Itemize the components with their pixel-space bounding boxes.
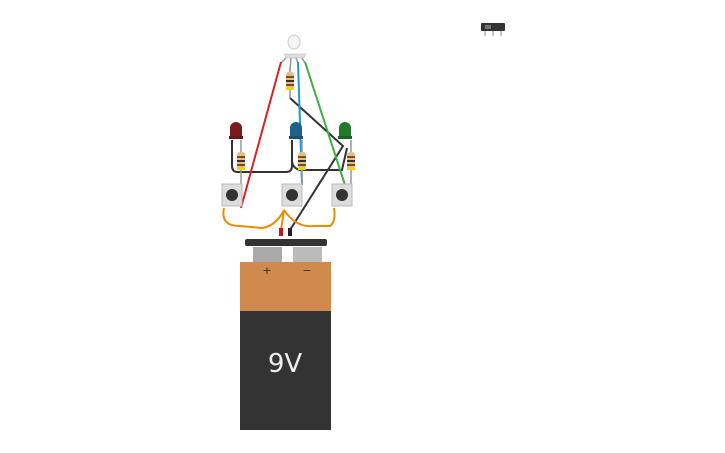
resistor[interactable] (237, 140, 245, 185)
battery-negative-lead[interactable] (288, 228, 292, 236)
resistor[interactable] (286, 68, 294, 98)
rgb-led[interactable] (280, 34, 307, 71)
resistor[interactable] (298, 140, 306, 185)
blue-led[interactable] (289, 122, 303, 139)
9v-battery[interactable]: + − 9V (240, 239, 331, 430)
black-wires[interactable] (231, 97, 348, 231)
pushbutton[interactable] (221, 183, 243, 207)
resistor[interactable] (347, 140, 355, 185)
green-wire[interactable] (304, 61, 346, 186)
slide-switch[interactable] (481, 23, 505, 36)
battery-positive-lead[interactable] (279, 228, 283, 236)
pushbutton[interactable] (281, 183, 303, 207)
red-wire[interactable] (240, 61, 282, 209)
green-led[interactable] (338, 122, 352, 139)
battery-label: 9V (268, 349, 303, 379)
orange-wires[interactable] (222, 207, 336, 231)
battery-minus: − (302, 264, 311, 277)
red-led[interactable] (229, 122, 243, 139)
pushbutton[interactable] (331, 183, 353, 207)
battery-plus: + (262, 264, 271, 277)
